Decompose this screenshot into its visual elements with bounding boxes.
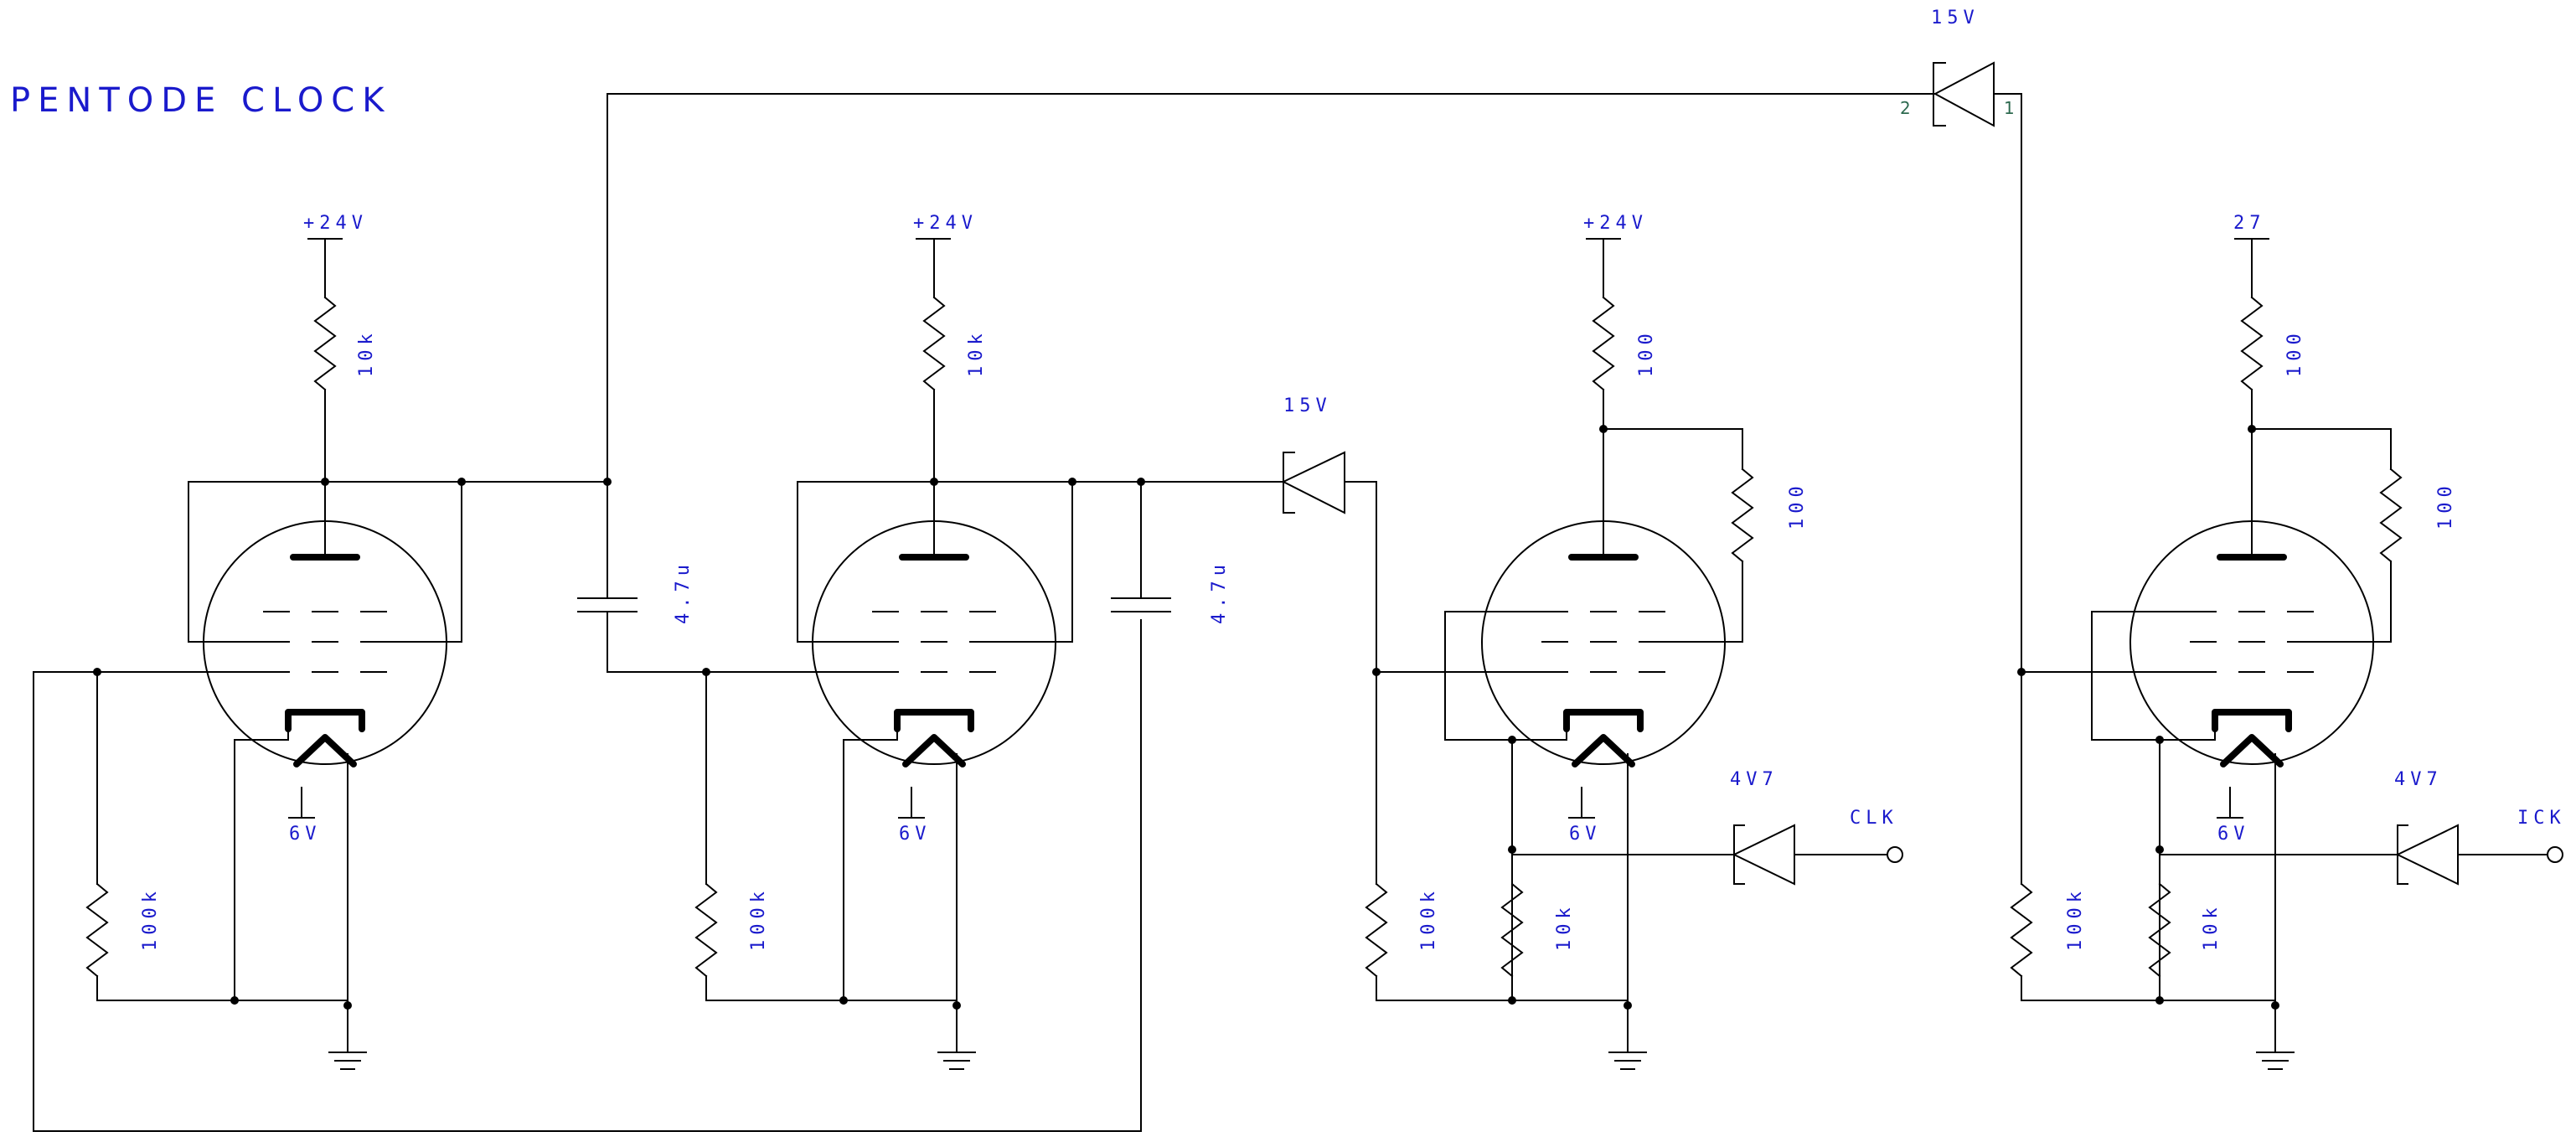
heater-label-3: 6V [1569, 824, 1602, 845]
ick-output-label: ICK [2517, 808, 2566, 829]
heater-label-2: 6V [899, 824, 932, 845]
pentode-tube-4 [2129, 520, 2374, 767]
grid-resistor-1 [85, 882, 109, 978]
capacitor-2: 4.7u [1111, 481, 1230, 624]
ick-output-terminal[interactable] [2547, 846, 2563, 863]
diode-mid-label: 15V [1283, 395, 1332, 416]
diode-top: 15V 2 1 [1900, 8, 2022, 127]
heater-label-4: 6V [2217, 824, 2250, 845]
plate-resistor-4-value: 100 [2284, 328, 2305, 377]
plate-resistor-3-value: 100 [1636, 328, 1657, 377]
grid-resistor-4 [2010, 882, 2033, 978]
zener-diode-3: 4V7 [1730, 769, 1887, 886]
cathode-resistor-3 [1500, 882, 1524, 978]
supply-label-2: +24V [913, 213, 978, 234]
zener-3-label: 4V7 [1730, 769, 1778, 790]
stage-4: 27 100 100 6V 100k 10k [2010, 213, 2566, 1070]
plate-resistor-2-value: 10k [966, 328, 987, 377]
plate-resistor-3 [1592, 296, 1615, 391]
grid-resistor-3-value: 100k [1418, 886, 1439, 951]
screen-resistor-4 [2379, 468, 2403, 563]
supply-label-1: +24V [303, 213, 368, 234]
capacitor-1: 4.7u [577, 481, 694, 673]
heater-label-1: 6V [289, 824, 322, 845]
diagram-title: PENTODE CLOCK [10, 81, 391, 120]
clk-output-label: CLK [1850, 808, 1898, 829]
stage-1: +24V 10k 6V 100k [33, 213, 1142, 1132]
diode-top-pin-2: 2 [1900, 98, 1911, 118]
cathode-resistor-4-value: 10k [2201, 902, 2222, 951]
zener-4-label: 4V7 [2394, 769, 2443, 790]
plate-resistor-2 [922, 296, 946, 391]
capacitor-2-value: 4.7u [1209, 560, 1230, 624]
pentode-tube-3 [1481, 520, 1726, 767]
supply-label-3: +24V [1583, 213, 1648, 234]
pentode-tube-1 [203, 481, 447, 767]
pentode-tube-2 [812, 481, 1056, 767]
grid-resistor-3 [1365, 882, 1388, 978]
screen-resistor-3-value: 100 [1787, 481, 1808, 530]
plate-resistor-4 [2240, 296, 2264, 391]
diode-top-pin-1: 1 [2004, 98, 2015, 118]
grid-resistor-2 [694, 882, 718, 978]
grid-resistor-1-value: 100k [140, 886, 161, 951]
grid-resistor-4-value: 100k [2065, 886, 2086, 951]
stage-2: +24V 10k 6V 100k [607, 213, 1284, 1070]
zener-diode-4: 4V7 [2394, 769, 2548, 886]
cathode-resistor-3-value: 10k [1554, 902, 1575, 951]
plate-resistor-1-value: 10k [356, 328, 377, 377]
cathode-resistor-4 [2148, 882, 2171, 978]
plate-resistor-1 [313, 296, 337, 391]
supply-label-4: 27 [2233, 213, 2266, 234]
stage-3: +24V 100 100 6V 100k 10k [1365, 213, 1903, 1070]
diode-mid: 15V [1281, 395, 1377, 885]
capacitor-1-value: 4.7u [673, 560, 694, 624]
screen-resistor-3 [1731, 468, 1754, 563]
grid-resistor-2-value: 100k [748, 886, 769, 951]
screen-resistor-4-value: 100 [2435, 481, 2456, 530]
clk-output-terminal[interactable] [1887, 846, 1903, 863]
diode-top-label: 15V [1931, 8, 1980, 28]
